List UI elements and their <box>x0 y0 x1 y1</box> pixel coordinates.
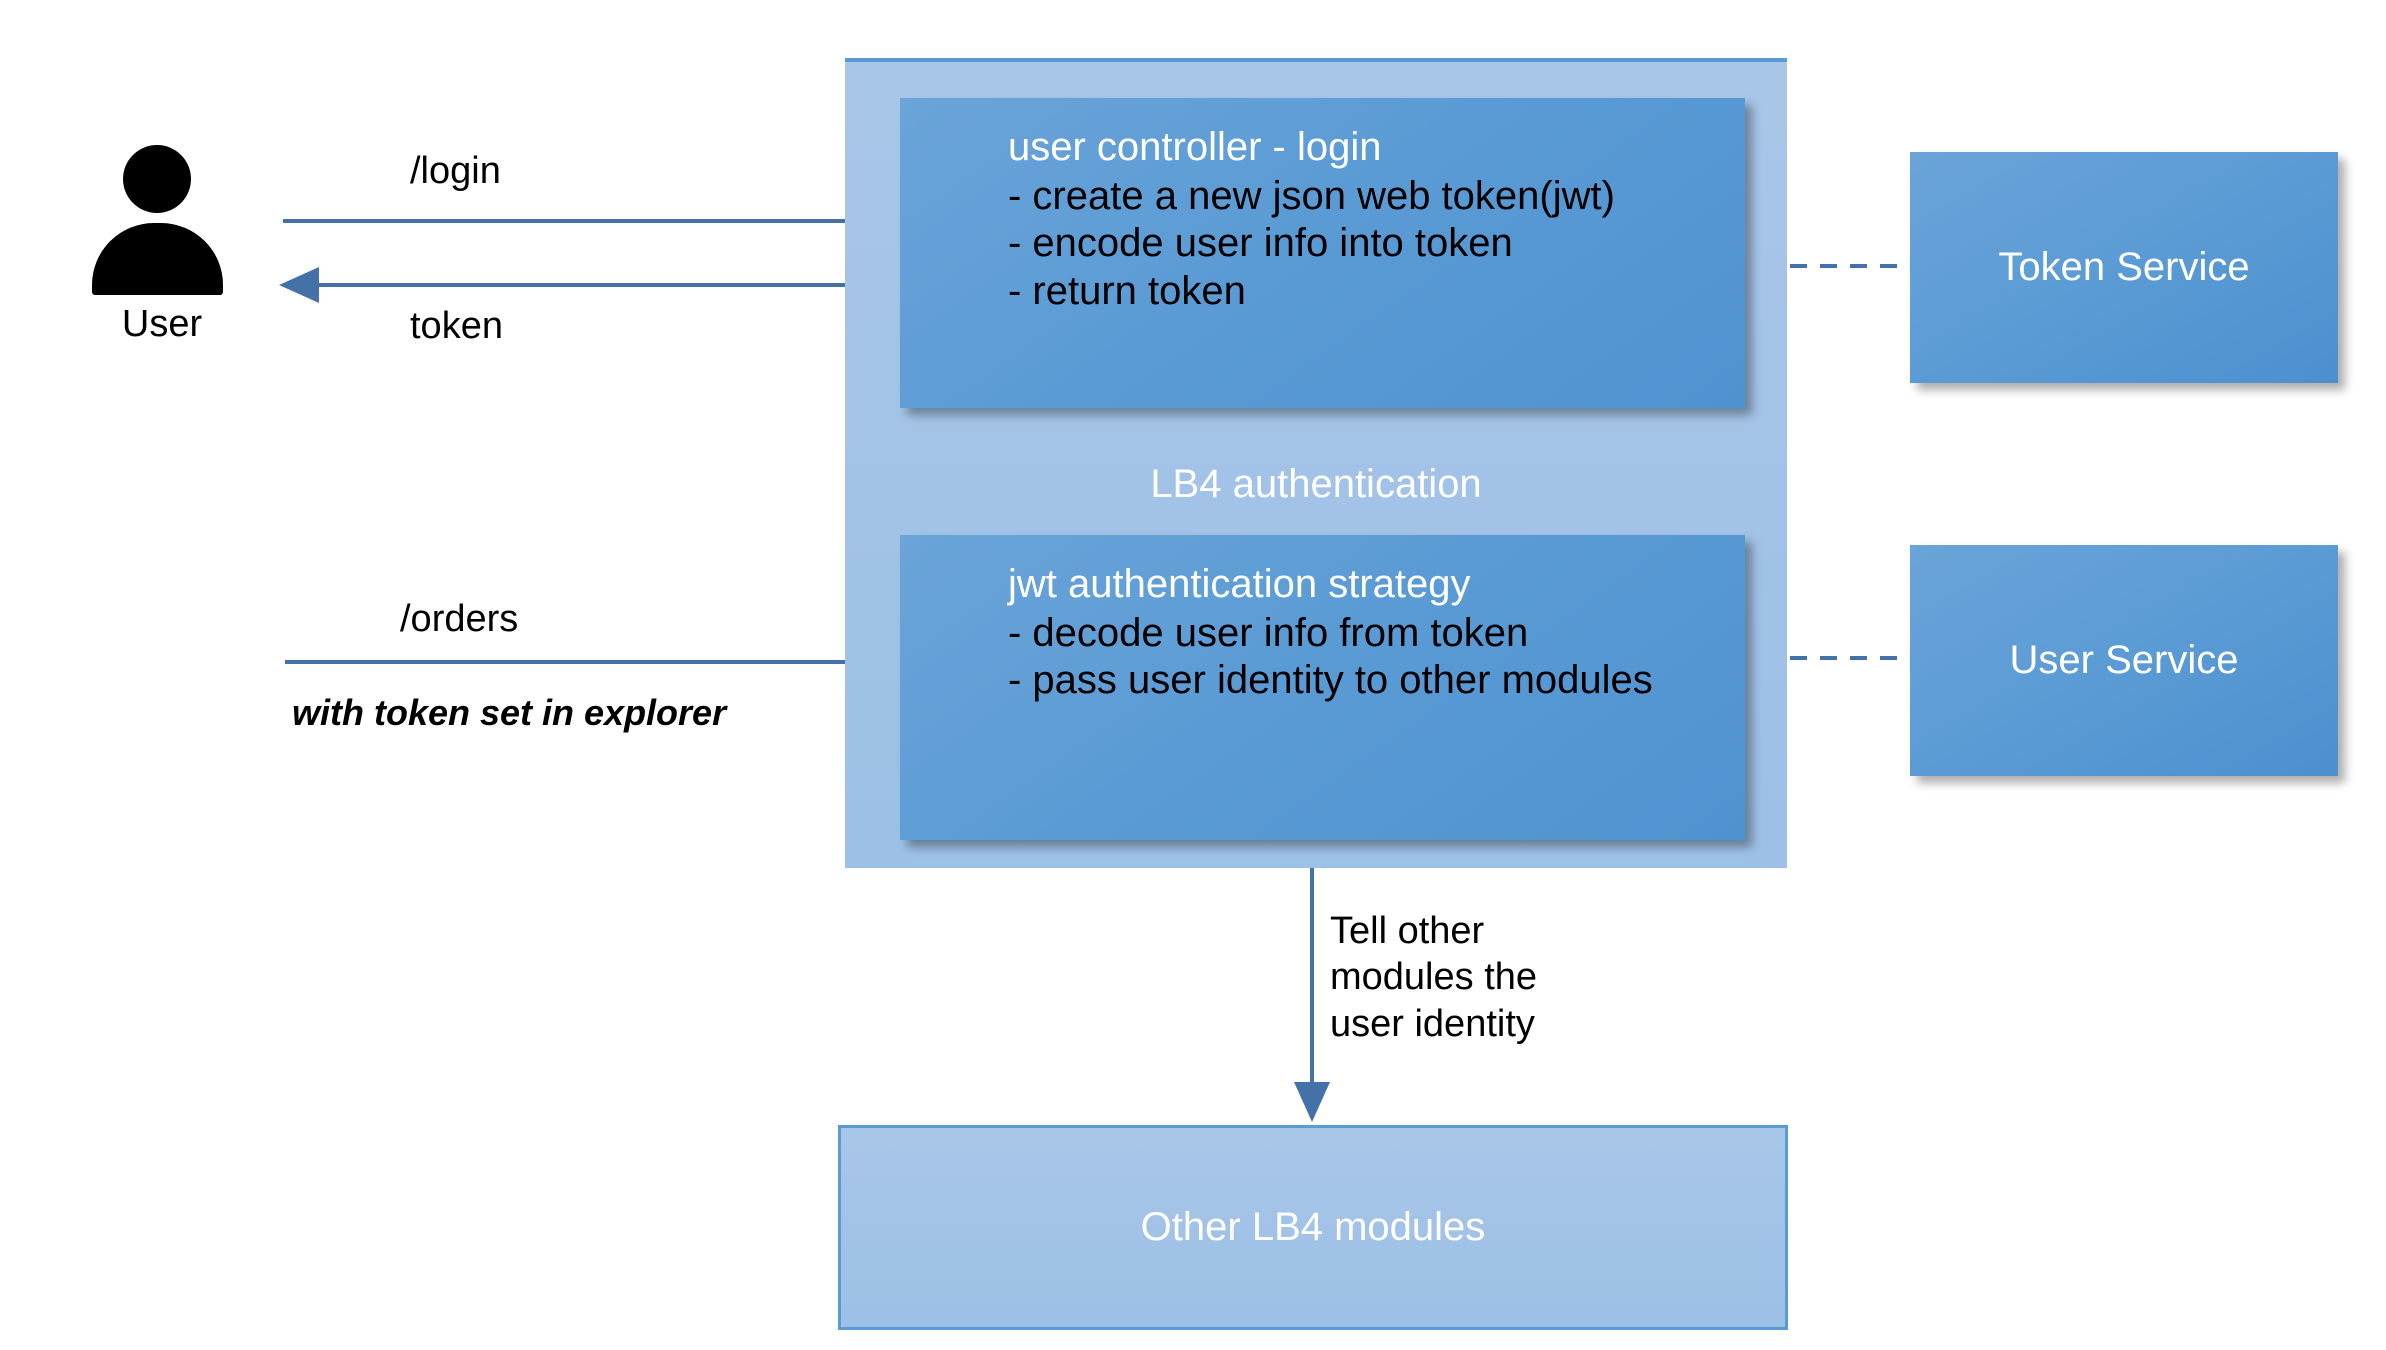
service-box-user-service[interactable]: User Service <box>1910 545 2338 776</box>
service-label: User Service <box>2009 638 2239 682</box>
module-user-controller-login[interactable]: user controller - login - create a new j… <box>900 98 1745 408</box>
module-jwt-authentication-strategy[interactable]: jwt authentication strategy - decode use… <box>900 535 1745 840</box>
downstream-note-line-2: modules the <box>1330 956 1538 999</box>
other-lb4-modules-box[interactable]: Other LB4 modules <box>838 1125 1788 1330</box>
downstream-note-line-1: Tell other <box>1330 910 1485 952</box>
module-title: user controller - login <box>1008 125 1382 169</box>
other-lb4-modules-label: Other LB4 modules <box>1140 1205 1486 1249</box>
service-box-token-service[interactable]: Token Service <box>1910 152 2338 383</box>
downstream-note-line-3: user identity <box>1330 1002 1535 1045</box>
service-label: Token Service <box>1998 245 2250 289</box>
person-icon-body <box>92 223 223 295</box>
user-actor: User <box>90 145 260 360</box>
module-title: jwt authentication strategy <box>1008 562 1471 606</box>
person-icon-head <box>123 145 191 213</box>
module-bullet: - create a new json web token(jwt) <box>1008 174 1615 219</box>
lb4-authentication-label: LB4 authentication <box>1150 462 1482 506</box>
user-actor-label: User <box>121 303 203 345</box>
module-bullet: - encode user info into token <box>1008 221 1513 266</box>
flow-label-orders-note: with token set in explorer <box>292 692 727 733</box>
module-bullet: - return token <box>1008 268 1246 313</box>
module-bullet: - decode user info from token <box>1008 611 1529 656</box>
downstream-note: Tell other modules the user identity <box>1330 908 1537 1047</box>
flow-label-orders: /orders <box>400 598 519 640</box>
flow-label-token: token <box>410 305 503 347</box>
flow-label-login: /login <box>410 150 501 192</box>
module-bullet: - pass user identity to other modules <box>1008 658 1653 703</box>
